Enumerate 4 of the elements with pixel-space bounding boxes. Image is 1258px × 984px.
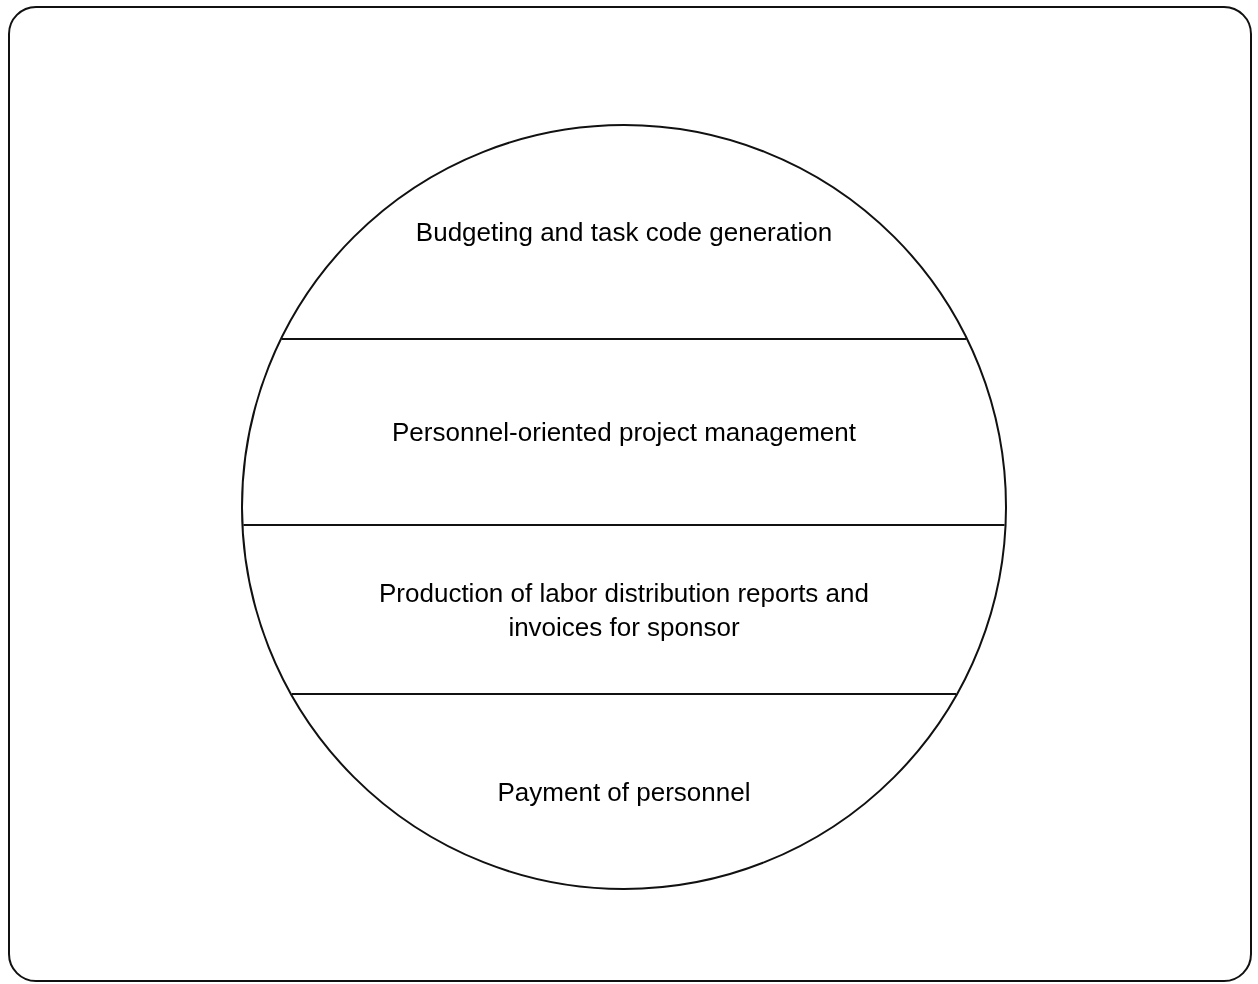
section-label: Production of labor distribution reports and invoices for sponsor	[378, 576, 870, 644]
section-label: Payment of personnel	[497, 776, 751, 809]
section-label: Personnel-oriented project management	[392, 416, 856, 449]
section-label: Budgeting and task code generation	[415, 215, 833, 249]
